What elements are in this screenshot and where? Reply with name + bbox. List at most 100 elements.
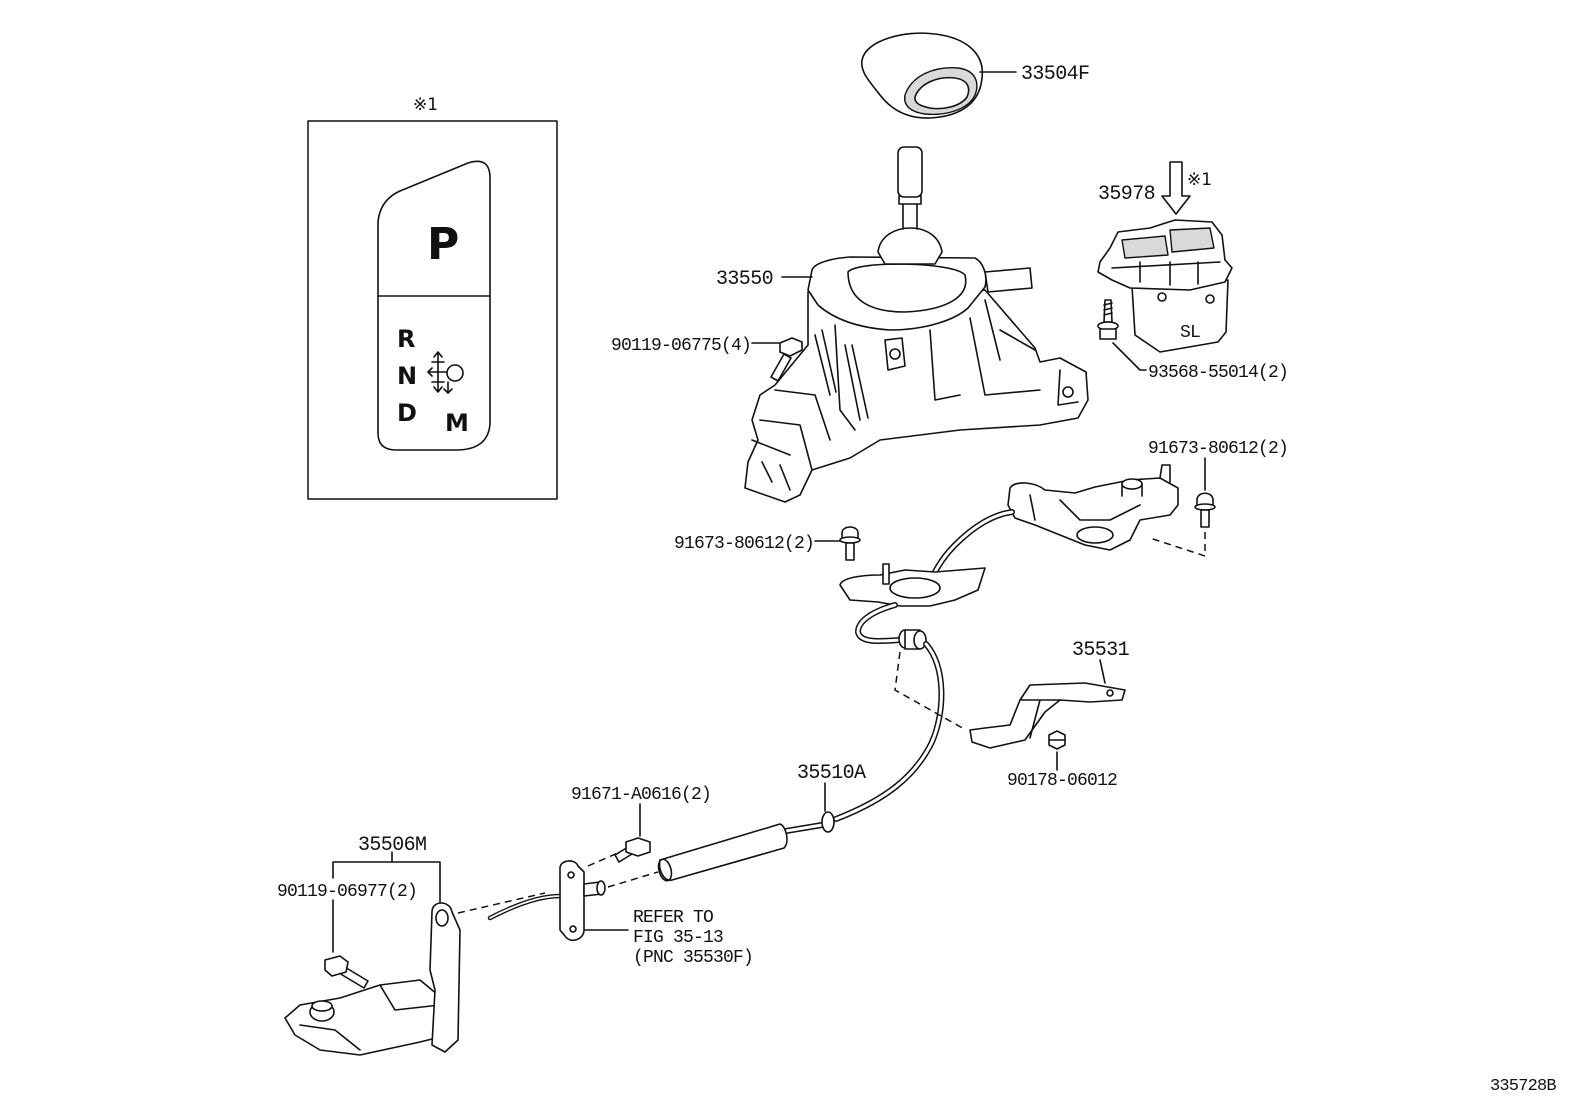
switch-button-left (1121, 235, 1169, 259)
lever-boot (877, 227, 943, 265)
bracket-body (969, 682, 1126, 749)
cable-main-core (834, 642, 943, 821)
cable-end-core (489, 895, 561, 919)
bolt-left-washer (839, 536, 861, 544)
bracket-base-details (299, 984, 441, 1051)
label-bolt-left: 91673-80612(2) (674, 534, 814, 554)
lever-housing-hole-right (1062, 386, 1074, 398)
switch-marking: SL (1180, 323, 1200, 343)
switch-details (1111, 261, 1221, 286)
switch-screw-leader (1112, 342, 1147, 371)
end-fitting-cap (596, 880, 606, 896)
refer-line-1: REFER TO (633, 908, 713, 928)
lever-bolt-head (779, 337, 803, 357)
cable-bolt-head (625, 837, 651, 857)
cable-loop-core (856, 603, 902, 643)
lever-housing-top (807, 256, 987, 331)
lever-housing-hole (889, 348, 901, 360)
label-knob: 33504F (1021, 63, 1089, 86)
label-nut: 90178-06012 (1007, 771, 1117, 791)
lever-bolt: 90119-06775(4) (611, 336, 803, 382)
bracket-callout-lines (332, 851, 441, 953)
lever-grip (897, 146, 923, 198)
label-bracket: 35531 (1072, 639, 1130, 662)
lever-arm-tab (984, 267, 1033, 293)
bracket-dash (894, 651, 967, 731)
indicator-m: M (445, 409, 469, 437)
shift-lock-switch: ※1 35978 SL (1097, 161, 1233, 353)
label-cable-bracket: 35506M (358, 834, 426, 857)
indicator-outline (377, 160, 491, 451)
end-plate-body (559, 860, 585, 942)
cable-bolt: 91671-A0616(2) (571, 785, 712, 863)
lever-housing-details (751, 299, 1079, 491)
cable-bracket-35531: 35531 (894, 639, 1130, 749)
refer-line-2: FIG 35-13 (633, 928, 723, 948)
cable-mount-plate (839, 563, 986, 607)
transmission-control-cable: 35510A (657, 602, 945, 882)
lever-housing-body (744, 289, 1089, 503)
cable-tube-end (657, 858, 673, 882)
cable-end-outline (487, 893, 563, 921)
inset-frame (307, 120, 558, 500)
indicator-n: N (397, 362, 417, 390)
bracket-base (284, 979, 449, 1056)
indicator-d: D (397, 399, 417, 427)
cable-end-plate: REFER TO FIG 35-13 (PNC 35530F) (457, 851, 754, 968)
linkage-pivot (1076, 526, 1114, 544)
switch-button-right (1169, 227, 1215, 253)
plate-boss (889, 577, 941, 599)
bolt-right-washer (1194, 503, 1216, 511)
switch-hole-left (1157, 292, 1167, 302)
label-bolt-right: 91673-80612(2) (1148, 439, 1288, 459)
refer-line-3: (PNC 35530F) (633, 948, 753, 968)
indicator-r: R (397, 325, 415, 353)
bolt-left-shaft (845, 542, 855, 561)
cable-upper-core (930, 510, 1014, 580)
shift-icon-circle (446, 364, 464, 382)
bracket-details (1019, 699, 1061, 739)
cable-upper (929, 509, 1015, 581)
switch-screw-threads (1103, 302, 1113, 316)
cable-upper-outline (929, 509, 1015, 581)
knob-insert-inner (914, 76, 970, 110)
label-bracket-bolt: 90119-06977(2) (277, 882, 417, 902)
switch-screw-head (1099, 328, 1117, 340)
lever-shaft (902, 203, 918, 230)
end-plate-hole-bottom (569, 925, 577, 933)
down-arrow-icon (1161, 161, 1191, 215)
shift-knob: 33504F (860, 32, 1090, 119)
bracket-hole (1106, 689, 1114, 697)
figure-code: 335728B (1490, 1077, 1556, 1096)
label-lever-assembly: 33550 (716, 268, 773, 291)
bolt-right-shaft (1200, 509, 1210, 528)
nut: 90178-06012 (1007, 730, 1118, 791)
inset-shift-indicator: ※1 P R N D M (307, 95, 558, 500)
bracket-bolt-head (324, 955, 349, 977)
grommet-right (913, 630, 927, 650)
shift-linkage (1007, 464, 1179, 551)
bracket-upright (429, 902, 461, 1053)
lever-bolt-shaft (770, 353, 792, 382)
bracket-leader (1099, 659, 1106, 684)
bolt-right: 91673-80612(2) (1148, 439, 1289, 558)
cable-clip-ring (821, 811, 835, 833)
bolt-left: 91673-80612(2) (674, 526, 861, 561)
bracket-roller-top (311, 1000, 333, 1012)
indicator-p: P (427, 219, 459, 270)
switch-lower-body (1131, 279, 1229, 353)
label-cable-bolt: 91671-A0616(2) (571, 785, 711, 805)
end-plate-hole-top (567, 871, 575, 879)
switch-hole-right (1205, 294, 1215, 304)
linkage-cylinder-top (1121, 478, 1143, 490)
switch-screw: 93568-55014(2) (1097, 299, 1289, 383)
cable-bracket-35506m: 35506M 90119-06977(2) (277, 834, 461, 1056)
plate-body (839, 567, 986, 607)
shift-lever-assembly: 33550 (716, 146, 1089, 503)
label-switch: 35978 (1098, 183, 1155, 206)
end-plate-dash-tube (607, 871, 659, 888)
plate-pin (882, 563, 890, 585)
label-switch-screw: 93568-55014(2) (1148, 363, 1288, 383)
bracket-upright-hole (435, 909, 449, 927)
end-plate-dash-bracket (457, 892, 546, 914)
